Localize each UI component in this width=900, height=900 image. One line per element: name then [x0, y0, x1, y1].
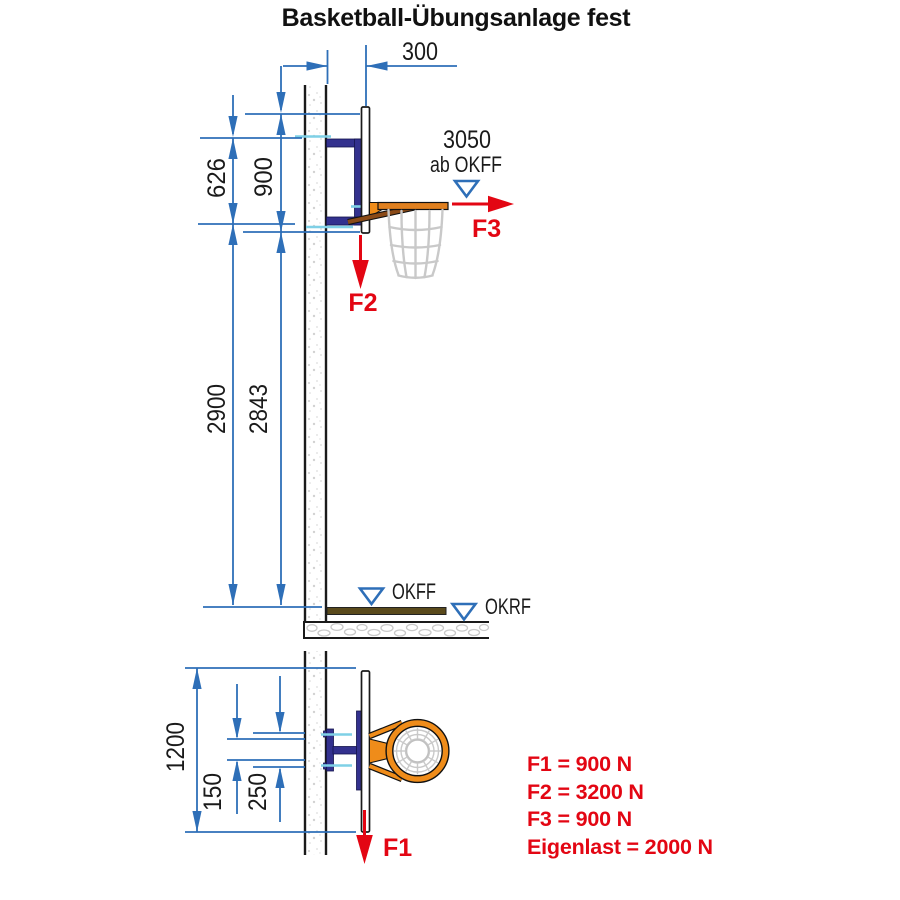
force-f1: F1: [356, 810, 412, 864]
floor-slab: [303, 621, 490, 639]
rim-height-marker: 3050 ab OKFF: [430, 126, 502, 199]
rim-side: [347, 201, 449, 226]
f2-arrow-icon: [352, 260, 369, 289]
rim-ring-outer-edge: [385, 718, 450, 784]
wall-fill: [306, 86, 325, 622]
dim-1200-label: 1200: [162, 722, 190, 772]
legend-item: F2 = 3200 N: [527, 779, 644, 804]
okff-label: OKFF: [392, 579, 436, 604]
dim-900: 900: [250, 114, 286, 232]
net-side: [387, 208, 444, 280]
dim-150-label: 150: [199, 773, 227, 811]
rim-bar: [377, 201, 449, 211]
okff-marker: OKFF: [357, 579, 436, 607]
dim-626: 626: [203, 138, 238, 224]
f3-arrow-icon: [488, 195, 514, 213]
rim-arm-bottom: [368, 764, 403, 781]
dim-2900: 2900: [203, 224, 238, 605]
rubble-hatch: [306, 622, 490, 637]
f1-arrow-icon: [356, 835, 373, 864]
level-triangle-icon: [357, 587, 386, 607]
wall-bracket-side: [295, 135, 363, 229]
dim-150: 150: [199, 684, 242, 814]
dim-1200: 1200: [162, 668, 202, 832]
rim-ring: [386, 719, 449, 783]
drawing-title: Basketball-Übungsanlage fest: [281, 4, 631, 32]
rim-height-ref: ab OKFF: [430, 152, 502, 177]
plan-view: 1200 150 250: [162, 651, 450, 864]
f1-label: F1: [383, 834, 412, 862]
force-f3: F3: [452, 195, 514, 243]
dim-250-label: 250: [244, 773, 272, 811]
backboard-plan: [360, 670, 371, 833]
rim-arm-top: [368, 721, 403, 738]
dim-900-label: 900: [250, 157, 278, 197]
force-f2: F2: [348, 235, 378, 317]
legend-item: F1 = 900 N: [527, 752, 632, 776]
level-triangle-icon: [452, 179, 481, 199]
dim-2843-label: 2843: [245, 384, 273, 434]
wall-fill: [306, 651, 325, 855]
okrf-marker: OKRF: [449, 594, 531, 622]
rim-ring-inner-edge: [392, 725, 443, 777]
wall-bracket-plan: [321, 710, 363, 791]
dim-2900-label: 2900: [203, 384, 231, 434]
force-legend: F1 = 900 N F2 = 3200 N F3 = 900 N Eigenl…: [527, 751, 713, 861]
legend-item: Eigenlast = 2000 N: [527, 834, 713, 859]
dim-250: 250: [244, 676, 285, 822]
net-opening: [405, 739, 430, 763]
dim-300-label: 300: [402, 38, 438, 66]
dim-626-label: 626: [203, 158, 231, 198]
f2-label: F2: [348, 289, 377, 317]
level-triangle-icon: [449, 602, 479, 622]
okrf-label: OKRF: [485, 594, 531, 619]
f3-label: F3: [472, 215, 501, 243]
rim-height-value: 3050: [443, 126, 491, 154]
backboard-side: [360, 106, 371, 234]
net-plan: [394, 727, 441, 775]
level-lines: [198, 66, 360, 608]
legend-item: F3 = 900 N: [527, 807, 632, 831]
wall-side: [303, 85, 328, 622]
dim-2843: 2843: [245, 232, 286, 605]
side-view: 300 626: [198, 38, 531, 639]
wall-plan: [303, 651, 328, 855]
dim-300: 300: [283, 38, 457, 106]
plan-extension-lines: [185, 667, 356, 833]
sports-floor: [326, 607, 447, 615]
rim-plan: [368, 718, 450, 784]
